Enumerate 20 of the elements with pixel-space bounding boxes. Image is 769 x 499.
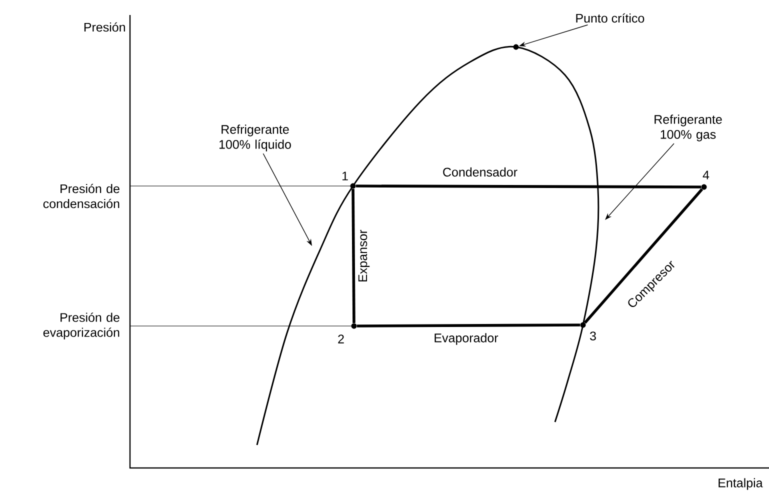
- edge-label: Evaporador: [434, 333, 498, 345]
- axis-label: Entalpia: [718, 478, 763, 490]
- point-number: 2: [338, 334, 344, 344]
- point-number: 3: [590, 332, 596, 340]
- process-line: [356, 324, 580, 328]
- process-line: [356, 184, 702, 188]
- leader-arrow: [605, 143, 674, 220]
- callout-text: Punto crítico: [576, 13, 644, 23]
- axis-label: Presión: [84, 22, 125, 32]
- edge-label: Expansor: [358, 230, 370, 282]
- point-number: 4: [702, 170, 710, 180]
- axis-label: Presión de condensación: [43, 184, 120, 208]
- callout-text: Refrigerante 100% gas: [654, 114, 722, 142]
- callout-text: Refrigerante 100% líquido: [219, 124, 291, 152]
- edge-label: Condensador: [443, 167, 518, 177]
- axis-label: Presión de evaporización: [43, 312, 120, 340]
- process-line: [352, 188, 356, 324]
- process-line: [584, 188, 704, 324]
- state-point: [513, 44, 519, 50]
- point-number: 1: [342, 172, 348, 180]
